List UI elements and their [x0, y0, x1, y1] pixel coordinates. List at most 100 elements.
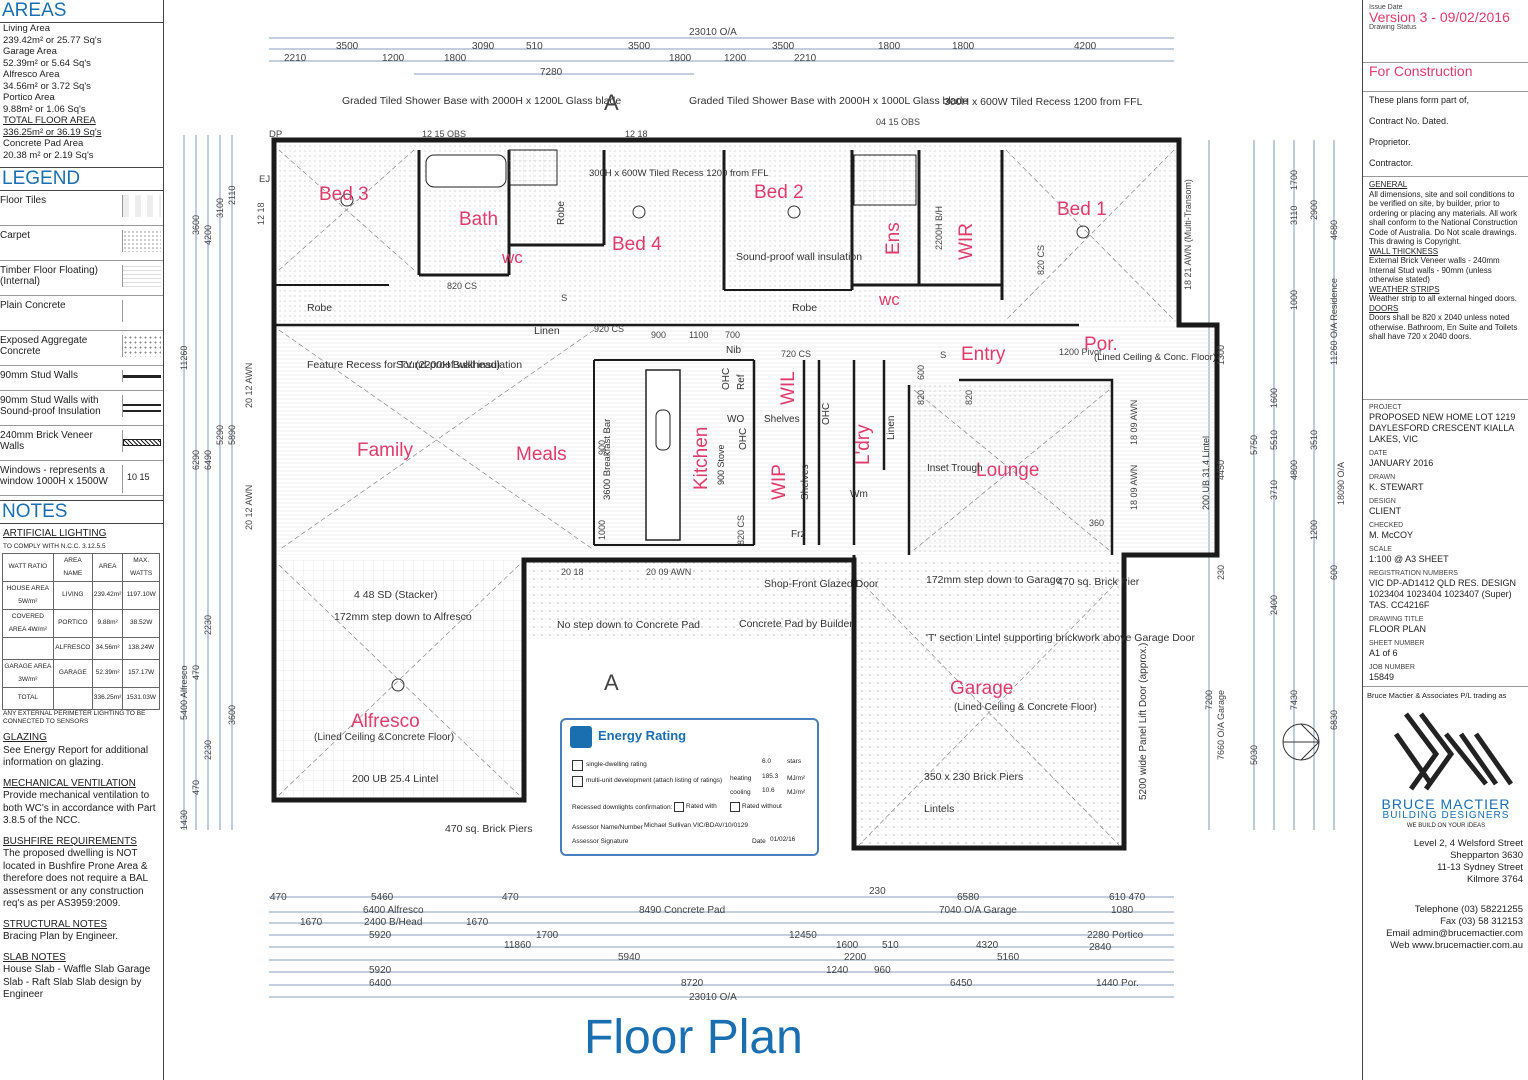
rated-without-checkbox[interactable]	[730, 802, 740, 812]
cooling-label: cooling	[730, 789, 751, 796]
trading-as: Bruce Mactier & Associates P/L trading a…	[1367, 691, 1507, 700]
room-label: Bed 2	[754, 182, 804, 203]
annotation: (Lined Ceiling & Concrete Floor)	[954, 702, 1097, 713]
svg-text:18090 O/A: 18090 O/A	[1336, 462, 1346, 505]
drawing-title-label: DRAWING TITLE	[1369, 616, 1424, 623]
svg-text:7660 O/A Garage: 7660 O/A Garage	[1216, 690, 1226, 760]
drawing-status-label: Drawing Status	[1369, 24, 1417, 31]
areas-line: Garage Area	[3, 46, 57, 57]
svg-text:7430: 7430	[1289, 690, 1299, 710]
svg-text:1200: 1200	[382, 53, 405, 64]
areas-line: 9.88m² or 1.06 Sq's	[3, 103, 86, 115]
svg-text:3500: 3500	[336, 41, 359, 52]
room-label: Lounge	[976, 460, 1039, 481]
legend-item: 90mm Stud Walls with Sound-proof Insulat…	[0, 391, 163, 426]
svg-text:1440 Por.: 1440 Por.	[1096, 978, 1139, 989]
svg-text:360: 360	[1089, 518, 1104, 528]
svg-text:5460: 5460	[371, 892, 394, 903]
single-dwelling-checkbox[interactable]	[572, 760, 583, 771]
annotation: 200 UB 25.4 Lintel	[352, 773, 438, 785]
svg-text:04 15 OBS: 04 15 OBS	[876, 117, 920, 127]
svg-text:510: 510	[882, 940, 899, 951]
section-marker-icon: A	[604, 90, 619, 115]
svg-text:4320: 4320	[976, 940, 999, 951]
annotation: Robe	[556, 201, 567, 225]
svg-text:20 09 AWN: 20 09 AWN	[646, 567, 691, 577]
job-number-label: JOB NUMBER	[1369, 664, 1415, 671]
svg-text:470: 470	[502, 892, 519, 903]
svg-text:2900: 2900	[1309, 200, 1319, 220]
registration-label: REGISTRATION NUMBERS	[1369, 570, 1458, 577]
svg-text:6580: 6580	[957, 892, 980, 903]
areas-line: Alfresco Area	[3, 69, 60, 80]
annotation: 470 sq. Brick Pier	[1057, 576, 1140, 588]
wall-thickness-title: WALL THICKNESS	[1369, 246, 1439, 256]
single-dwelling-label: single-dwelling rating	[586, 761, 647, 768]
assessor-name: Michael Sullivan VIC/BDAV/10/0129	[644, 822, 748, 829]
legend-item: Carpet	[0, 226, 163, 261]
areas-list: Living Area 239.42m² or 25.77 Sq's Garag…	[0, 23, 163, 161]
floor-plan-drawing: Bed 3 Bath Bed 4 Bed 2 Ens WIR Bed 1 Fam…	[179, 27, 1346, 1003]
issue-date-value: Version 3 - 09/02/2016	[1369, 9, 1510, 25]
svg-text:820 CS: 820 CS	[736, 515, 746, 545]
annotation: Sound-proof wall insulation	[396, 359, 522, 371]
svg-text:2400: 2400	[1269, 595, 1279, 615]
svg-text:1600: 1600	[1269, 388, 1279, 408]
contract-line: Proprietor.	[1369, 137, 1411, 147]
downlights-label: Recessed downlights confirmation:	[572, 804, 673, 811]
project-label: PROJECT	[1369, 404, 1402, 411]
svg-text:1100: 1100	[689, 330, 708, 340]
annotation: Shop-Front Glazed Door	[764, 578, 879, 590]
annotation: Shelves	[764, 414, 800, 425]
structural-body: Bracing Plan by Engineer.	[3, 931, 119, 942]
annotation: 3600 Breakfast Bar	[602, 419, 613, 500]
annotation: Concrete Pad by Builder	[739, 618, 853, 630]
slab-body: House Slab - Waffle Slab Garage Slab - R…	[3, 964, 151, 1000]
total-area-value: 336.25m² or 36.19 Sq's	[3, 126, 102, 138]
svg-text:DP: DP	[269, 129, 282, 140]
svg-text:12450: 12450	[789, 930, 817, 941]
svg-text:6450: 6450	[950, 978, 973, 989]
doors-title: DOORS	[1369, 303, 1399, 313]
multi-unit-checkbox[interactable]	[572, 776, 583, 787]
rated-with-checkbox[interactable]	[674, 802, 684, 812]
svg-text:3090: 3090	[472, 41, 495, 52]
room-label: wc	[878, 290, 900, 309]
annotation: Graded Tiled Shower Base with 2000H x 12…	[342, 95, 621, 107]
svg-text:470: 470	[191, 665, 201, 680]
annotation: Wm	[850, 489, 868, 500]
drawing-status-value: For Construction	[1369, 63, 1473, 79]
annotation: Ref	[736, 374, 747, 390]
svg-text:820 CS: 820 CS	[1036, 245, 1046, 275]
legend-item: Floor Tiles	[0, 191, 163, 226]
svg-text:1700: 1700	[1289, 170, 1299, 190]
areas-line: 34.56m² or 3.72 Sq's	[3, 80, 91, 92]
svg-text:S: S	[561, 293, 567, 304]
areas-line: 239.42m² or 25.77 Sq's	[3, 34, 102, 46]
lighting-foot: ANY EXTERNAL PERIMETER LIGHTING TO BE CO…	[3, 710, 146, 725]
svg-text:5890: 5890	[227, 425, 237, 445]
svg-text:18 09 AWN: 18 09 AWN	[1129, 400, 1139, 445]
cooling-unit: MJ/m²	[787, 789, 806, 796]
design-value: CLIENT	[1369, 506, 1402, 516]
energy-title: Energy Rating	[598, 728, 687, 743]
svg-text:700: 700	[725, 330, 740, 340]
weather-strips-body: Weather strip to all external hinged doo…	[1369, 294, 1517, 303]
date-label: DATE	[1369, 450, 1388, 457]
svg-text:3110: 3110	[1289, 206, 1299, 225]
ceiling-lines	[278, 149, 1175, 846]
job-number-value: 15849	[1369, 672, 1395, 682]
svg-text:2210: 2210	[794, 53, 817, 64]
annotation: 'T' section Lintel supporting brickwork …	[926, 632, 1195, 644]
annotation: Shelves	[800, 464, 811, 500]
room-label: WIP	[769, 464, 790, 500]
markers: DP EJ A A S S	[259, 90, 946, 695]
svg-text:18 21 AWN (Multi-Transom): 18 21 AWN (Multi-Transom)	[1183, 179, 1193, 290]
annotation: OHC	[821, 403, 832, 425]
svg-text:1430: 1430	[179, 810, 189, 830]
svg-text:2110: 2110	[227, 186, 237, 205]
svg-text:7280: 7280	[540, 67, 563, 78]
stars-unit: stars	[787, 758, 802, 765]
mech-body: Provide mechanical ventilation to both W…	[3, 790, 156, 826]
